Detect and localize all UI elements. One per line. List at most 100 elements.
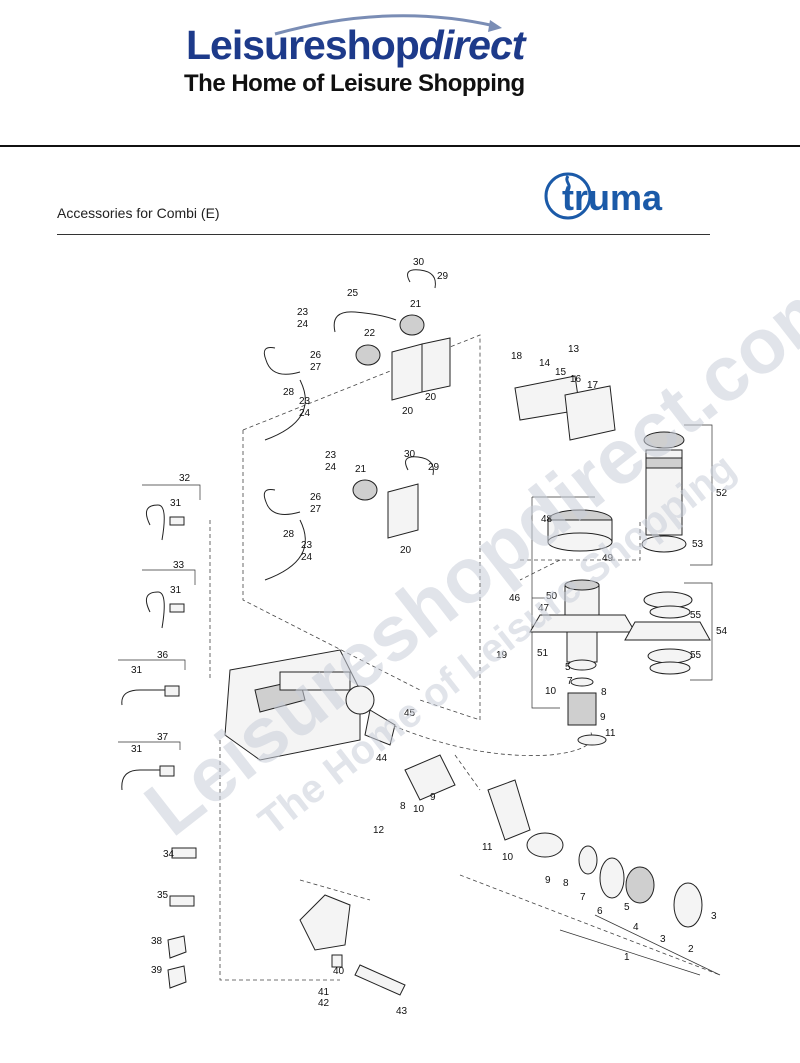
callout-11a: 11 bbox=[605, 728, 616, 739]
callout-18: 18 bbox=[511, 351, 523, 362]
callout-24a: 24 bbox=[297, 319, 309, 330]
callout-29b: 29 bbox=[428, 462, 440, 473]
callout-13: 13 bbox=[568, 344, 580, 355]
callout-49: 49 bbox=[602, 553, 614, 564]
callout-31a: 31 bbox=[170, 498, 182, 509]
brand-main: Leisureshop bbox=[186, 22, 420, 68]
part-callouts: 1 2 3 3 4 5 5 6 7 7 8 8 8 9 9 9 10 10 10… bbox=[131, 257, 728, 1017]
callout-27a: 27 bbox=[310, 362, 322, 373]
callout-2: 2 bbox=[688, 944, 694, 955]
callout-20b: 20 bbox=[425, 392, 437, 403]
callout-23d: 23 bbox=[301, 540, 313, 551]
callout-1: 1 bbox=[624, 952, 630, 963]
callout-7a: 7 bbox=[567, 676, 573, 687]
callout-32: 32 bbox=[179, 473, 191, 484]
callout-19: 19 bbox=[496, 650, 508, 661]
callout-43: 43 bbox=[396, 1006, 408, 1017]
callout-28b: 28 bbox=[283, 529, 295, 540]
callout-24c: 24 bbox=[325, 462, 337, 473]
callout-40: 40 bbox=[333, 966, 345, 977]
callout-39: 39 bbox=[151, 965, 163, 976]
header-divider bbox=[0, 145, 800, 147]
callout-31d: 31 bbox=[131, 744, 143, 755]
callout-41: 41 bbox=[318, 987, 330, 998]
callout-37: 37 bbox=[157, 732, 169, 743]
truma-wordmark: truma bbox=[562, 177, 663, 218]
callout-45: 45 bbox=[404, 708, 416, 719]
callout-23c: 23 bbox=[325, 450, 337, 461]
callout-10c: 10 bbox=[502, 852, 514, 863]
callout-6: 6 bbox=[597, 906, 603, 917]
flue-duct-chain bbox=[404, 754, 703, 928]
gas-valve-assembly bbox=[299, 894, 406, 996]
callout-25: 25 bbox=[347, 288, 359, 299]
callout-22: 22 bbox=[364, 328, 376, 339]
combi-heater-unit bbox=[224, 649, 396, 761]
callout-27b: 27 bbox=[310, 504, 322, 515]
callout-17: 17 bbox=[587, 380, 599, 391]
wall-mount-kit bbox=[624, 591, 711, 675]
callout-12: 12 bbox=[373, 825, 385, 836]
callout-16: 16 bbox=[570, 374, 582, 385]
callout-5b: 5 bbox=[624, 902, 630, 913]
callout-51: 51 bbox=[537, 648, 549, 659]
callout-9a: 9 bbox=[600, 712, 606, 723]
callout-8c: 8 bbox=[563, 878, 569, 889]
callout-9c: 9 bbox=[545, 875, 551, 886]
control-panels bbox=[263, 269, 616, 581]
logo-arc-swoosh bbox=[274, 14, 502, 36]
callout-8a: 8 bbox=[601, 687, 607, 698]
bracket-lines bbox=[118, 424, 721, 976]
callout-20c: 20 bbox=[400, 545, 412, 556]
callout-55a: 55 bbox=[690, 610, 702, 621]
exploded-parts-diagram: 1 2 3 3 4 5 5 6 7 7 8 8 8 9 9 9 10 10 10… bbox=[118, 257, 728, 1017]
page-title: Accessories for Combi (E) bbox=[57, 205, 220, 221]
callout-52: 52 bbox=[716, 488, 728, 499]
callout-46: 46 bbox=[509, 593, 521, 604]
callout-31b: 31 bbox=[170, 585, 182, 596]
callout-20a: 20 bbox=[402, 406, 414, 417]
truma-logo: truma bbox=[544, 172, 663, 220]
callout-35: 35 bbox=[157, 890, 169, 901]
callout-3a: 3 bbox=[711, 911, 717, 922]
callout-5a: 5 bbox=[565, 662, 571, 673]
brand-accent: direct bbox=[418, 22, 526, 68]
callout-3b: 3 bbox=[660, 934, 666, 945]
callout-54: 54 bbox=[716, 626, 728, 637]
callout-21a: 21 bbox=[410, 299, 422, 310]
connector-fittings bbox=[121, 504, 197, 989]
callout-23a: 23 bbox=[297, 307, 309, 318]
leisureshop-logo[interactable]: Leisureshopdirect The Home of Leisure Sh… bbox=[180, 8, 560, 103]
callout-24b: 24 bbox=[299, 408, 311, 419]
callout-11b: 11 bbox=[482, 842, 493, 853]
callout-30a: 30 bbox=[413, 257, 425, 268]
callout-34: 34 bbox=[163, 849, 175, 860]
callout-36: 36 bbox=[157, 650, 169, 661]
callout-10b: 10 bbox=[413, 804, 425, 815]
callout-24d: 24 bbox=[301, 552, 313, 563]
brand-tagline: The Home of Leisure Shopping bbox=[184, 70, 525, 97]
callout-26a: 26 bbox=[310, 350, 322, 361]
flue-cowl-assembly bbox=[529, 509, 636, 746]
callout-15: 15 bbox=[555, 367, 567, 378]
callout-4: 4 bbox=[633, 922, 639, 933]
callout-31c: 31 bbox=[131, 665, 143, 676]
assembly-guide-lines bbox=[209, 334, 721, 981]
title-underline bbox=[57, 234, 710, 235]
callout-28a: 28 bbox=[283, 387, 295, 398]
callout-50: 50 bbox=[546, 591, 558, 602]
callout-9b: 9 bbox=[430, 792, 436, 803]
callout-21b: 21 bbox=[355, 464, 367, 475]
callout-23b: 23 bbox=[299, 396, 311, 407]
callout-38: 38 bbox=[151, 936, 163, 947]
callout-33: 33 bbox=[173, 560, 185, 571]
callout-26b: 26 bbox=[310, 492, 322, 503]
callout-55b: 55 bbox=[690, 650, 702, 661]
callout-30b: 30 bbox=[404, 449, 416, 460]
callout-48: 48 bbox=[541, 514, 553, 525]
callout-29a: 29 bbox=[437, 271, 449, 282]
callout-10a: 10 bbox=[545, 686, 557, 697]
callout-8b: 8 bbox=[400, 801, 406, 812]
callout-14: 14 bbox=[539, 358, 551, 369]
callout-42: 42 bbox=[318, 998, 330, 1009]
